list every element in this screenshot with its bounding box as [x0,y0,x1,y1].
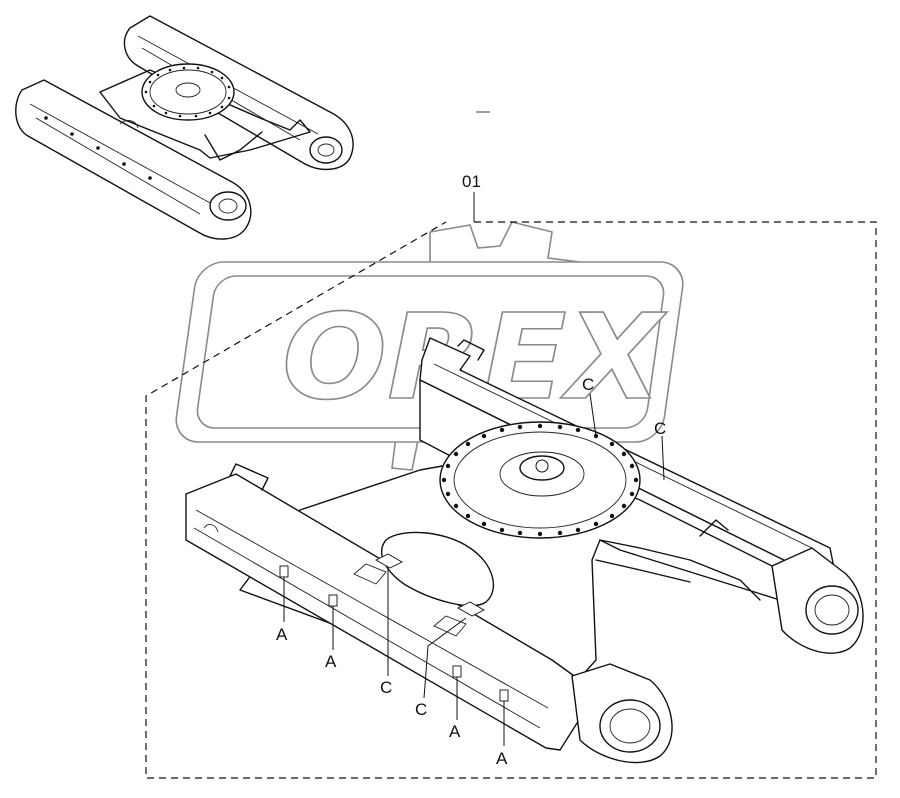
part-c-plate-1 [375,553,403,676]
swing-bearing [439,421,641,539]
part-a-block-2 [328,594,338,650]
part-a-block-1 [279,565,289,622]
label-c-top-2: C [654,419,666,438]
assembly-boundary [145,221,877,779]
overview-undercarriage [15,15,354,240]
part-a-block-4 [499,689,509,746]
part-c-top-2 [661,435,665,481]
part-c-top-1 [589,393,597,437]
part-c-plate-2 [423,601,485,699]
label-a-3: A [449,722,461,741]
label-c-top-1: C [582,375,594,394]
label-a-2: A [325,652,337,671]
label-a-1: A [276,625,288,644]
label-a-4: A [496,749,508,768]
overview-bolt-circle [144,66,231,118]
callout-main-number: 01 [462,172,481,191]
label-c-1: C [380,678,392,697]
part-a-block-3 [452,665,462,720]
label-c-2: C [415,700,427,719]
main-bolt-circle [441,423,639,537]
